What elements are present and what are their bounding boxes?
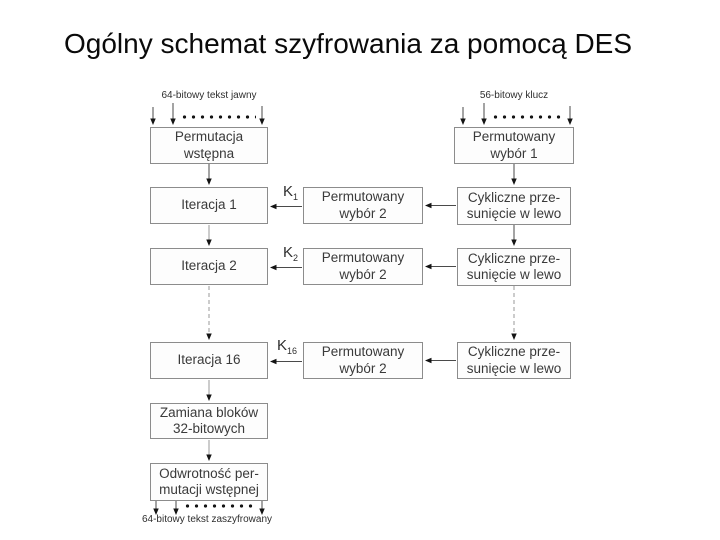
node-iteracja-16: Iteracja 16 — [150, 342, 268, 379]
k2-sub: 2 — [293, 253, 299, 263]
plaintext-input-arrows — [150, 103, 265, 125]
k16-sub: 16 — [287, 346, 298, 356]
label-k2: K2 — [283, 245, 298, 263]
node-cykliczne-row3: Cykliczne prze- sunięcie w lewo — [457, 342, 571, 379]
node-cykliczne-row1: Cykliczne prze- sunięcie w lewo — [457, 187, 571, 225]
k2-base: K — [283, 244, 294, 261]
label-plaintext: 64-bitowy tekst jawny — [161, 90, 257, 101]
node-permutowany-wybor-2-row3: Permutowany wybór 2 — [303, 342, 423, 379]
node-iteracja-2: Iteracja 2 — [150, 248, 268, 285]
slide-title: Ogólny schemat szyfrowania za pomocą DES — [64, 28, 633, 59]
k16-base: K — [277, 337, 288, 354]
node-permutowany-wybor-2-row2: Permutowany wybór 2 — [303, 248, 423, 285]
key-input-arrows — [460, 103, 573, 125]
key-dots — [491, 115, 564, 119]
label-key: 56-bitowy klucz — [479, 90, 549, 101]
ciphertext-dots — [183, 504, 256, 508]
node-permutowany-wybor-2-row1: Permutowany wybór 2 — [303, 187, 423, 224]
node-permutacja-wstepna: Permutacja wstępna — [150, 127, 268, 164]
node-cykliczne-row2: Cykliczne prze- sunięcie w lewo — [457, 248, 571, 286]
node-permutowany-wybor-1: Permutowany wybór 1 — [454, 127, 574, 164]
node-odwrotnosc-permutacji: Odwrotność per- mutacji wstępnej — [150, 463, 268, 501]
k1-base: K — [283, 183, 294, 200]
k1-sub: 1 — [293, 192, 299, 202]
label-ciphertext: 64-bitowy tekst zaszyfrowany — [141, 514, 273, 525]
plaintext-dots — [180, 115, 256, 119]
node-zamiana-blokow: Zamiana bloków 32-bitowych — [150, 403, 268, 439]
label-k16: K16 — [277, 338, 297, 356]
label-k1: K1 — [283, 184, 298, 202]
node-iteracja-1: Iteracja 1 — [150, 187, 268, 224]
